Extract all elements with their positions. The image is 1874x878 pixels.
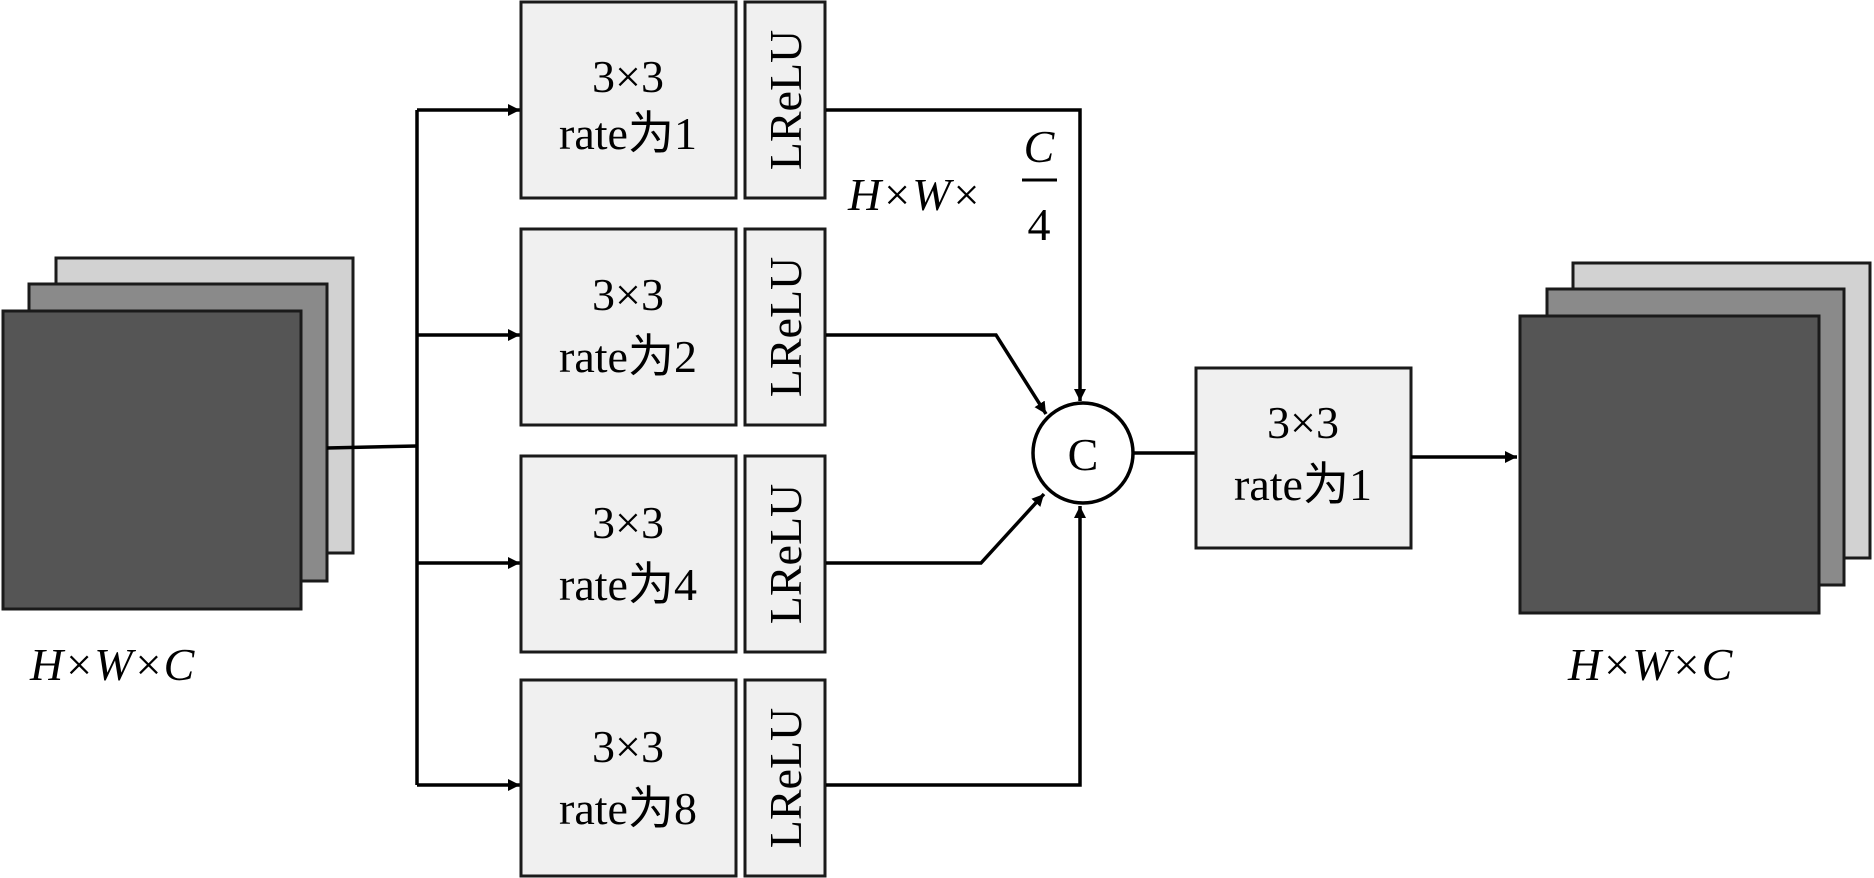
branch-2-rate: rate为2 (559, 331, 697, 382)
input-feature-map (1, 256, 355, 611)
branch-3-rate: rate为4 (559, 559, 697, 610)
fusion-conv-box (1194, 366, 1413, 550)
input-feature-label: H×W×C (29, 639, 196, 690)
branch-output-shape-numerator: C (1024, 121, 1056, 172)
input-to-split-line (326, 444, 418, 450)
branch-1-rate: rate为1 (559, 108, 697, 159)
branch-4-activation-box (743, 678, 827, 878)
branch-2-activation: LReLU (760, 257, 811, 398)
fusion-conv-kernel: 3×3 (1267, 397, 1339, 448)
branch-4-rate: rate为8 (559, 783, 697, 834)
branch-3-activation: LReLU (760, 484, 811, 625)
branch-1: 3×3 rate为1 LReLU (519, 0, 827, 200)
branch-2: 3×3 rate为2 LReLU (519, 227, 827, 427)
branch-output-shape-label: H×W× C 4 (847, 121, 1057, 250)
branch-2-to-concat (826, 333, 1048, 415)
branch-1-to-concat (826, 108, 1086, 401)
branch-2-activation-box (743, 227, 827, 427)
branch-3-to-concat (826, 492, 1046, 565)
branch-3: 3×3 rate为4 LReLU (519, 454, 827, 654)
fusion-conv: 3×3 rate为1 (1194, 366, 1413, 550)
input-feature-layer-front (1, 309, 303, 611)
output-feature-layer-front (1518, 314, 1821, 615)
branch-4-kernel: 3×3 (592, 721, 664, 772)
branch-3-conv-box (519, 454, 738, 654)
branch-output-shape-denominator: 4 (1028, 199, 1051, 250)
branch-4-to-concat (826, 506, 1086, 787)
branch-4-activation: LReLU (760, 708, 811, 849)
concat-label: C (1068, 429, 1099, 480)
concat-node: C (1031, 401, 1135, 505)
input-split-connector (326, 104, 520, 791)
branch-to-concat-connectors (826, 108, 1086, 787)
branch-1-activation-box (743, 0, 827, 200)
branch-3-kernel: 3×3 (592, 497, 664, 548)
branch-2-conv-box (519, 227, 738, 427)
branch-4-conv-box (519, 678, 738, 878)
branch-4: 3×3 rate为8 LReLU (519, 678, 827, 878)
output-feature-map (1518, 261, 1872, 615)
branch-3-activation-box (743, 454, 827, 654)
fusion-conv-rate: rate为1 (1234, 459, 1372, 510)
branch-output-shape-prefix: H×W× (847, 169, 982, 220)
branch-2-kernel: 3×3 (592, 269, 664, 320)
output-feature-label: H×W×C (1567, 639, 1734, 690)
branch-1-kernel: 3×3 (592, 51, 664, 102)
branch-1-conv-box (519, 0, 738, 200)
branch-1-activation: LReLU (760, 30, 811, 171)
